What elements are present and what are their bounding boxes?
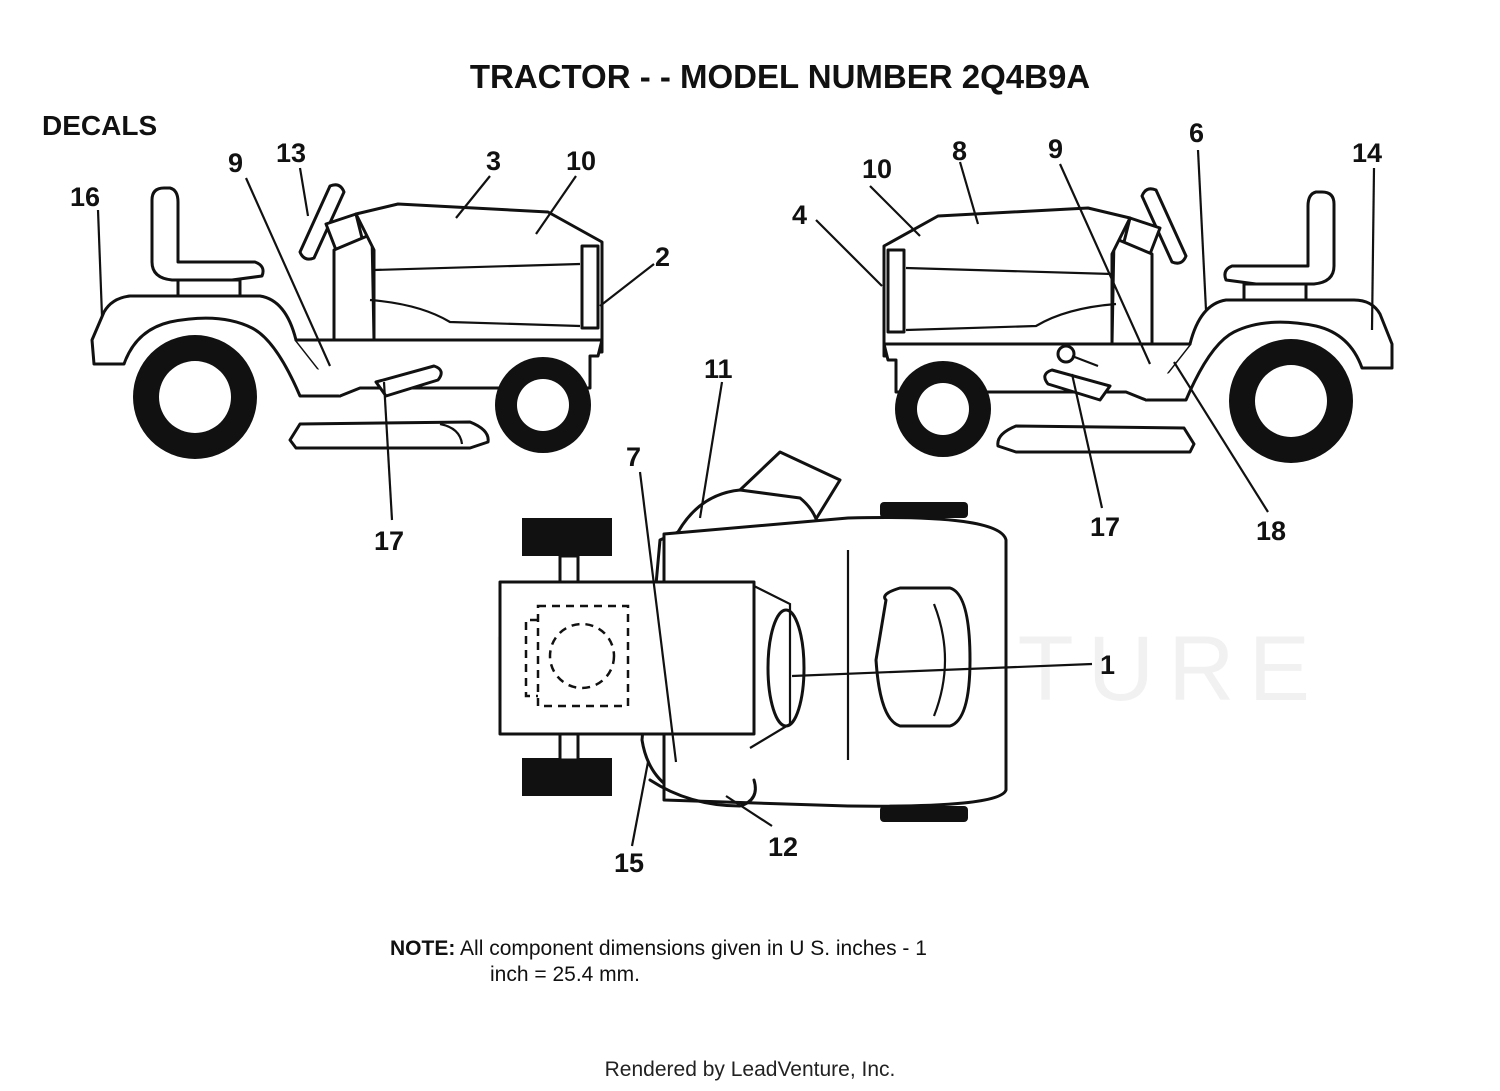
seat-shape-right <box>1223 190 1336 286</box>
rear-wheel-hub <box>159 361 231 433</box>
hood-lower-line-right <box>905 302 1117 332</box>
callout-15: 15 <box>614 848 644 878</box>
pedal-left <box>374 364 443 398</box>
callout-17-right: 17 <box>1090 512 1120 542</box>
axle-top-1 <box>558 554 580 586</box>
hood-right <box>882 206 1132 358</box>
hood-line-right <box>905 266 1113 276</box>
hood-left <box>354 202 604 354</box>
dash-top <box>749 583 792 749</box>
callout-16: 16 <box>70 182 100 212</box>
mower-deck-left <box>288 420 490 450</box>
callout-4: 4 <box>792 200 807 230</box>
steering-wheel-right <box>1140 187 1188 265</box>
front-wheel-hub-right <box>917 383 969 435</box>
callout-10-right: 10 <box>862 154 892 184</box>
callout-7: 7 <box>626 442 641 472</box>
deck-chute-left <box>439 422 464 445</box>
engine-cap-top <box>548 622 616 690</box>
engine-outline-top <box>536 604 630 708</box>
footer-credit: Rendered by LeadVenture, Inc. <box>604 1058 896 1081</box>
dash-panel-left <box>332 232 376 342</box>
note-line-2: inch = 25.4 mm. <box>490 963 640 986</box>
seat-base <box>176 278 242 298</box>
mower-deck-right <box>996 424 1196 454</box>
seat-curve-top <box>932 603 947 717</box>
top-view <box>498 450 1008 822</box>
callout-9-left: 9 <box>228 148 243 178</box>
engine-bracket-top <box>524 618 538 698</box>
callout-1: 1 <box>1100 650 1115 680</box>
hood-lower-line-left <box>369 298 581 328</box>
callout-18: 18 <box>1256 516 1286 546</box>
callout-2: 2 <box>655 242 670 272</box>
steering-wheel-left <box>298 183 346 261</box>
grille-left <box>580 244 600 330</box>
note-block: NOTE: All component dimensions given in … <box>390 936 1070 988</box>
seat-shape <box>150 186 265 282</box>
seat-top <box>874 586 972 728</box>
callout-11: 11 <box>704 354 733 384</box>
steering-wheel-top <box>766 608 806 728</box>
front-wheel-top-2 <box>522 758 612 796</box>
callout-12: 12 <box>768 832 798 862</box>
right-side-view <box>882 187 1394 463</box>
rear-tire-top-1 <box>880 502 968 518</box>
left-side-view <box>90 183 604 459</box>
callout-13: 13 <box>276 138 306 168</box>
callout-10-left: 10 <box>566 146 596 176</box>
rear-tire-top-2 <box>880 806 968 822</box>
axle-top-2 <box>558 730 580 762</box>
front-wheel-top-1 <box>522 518 612 556</box>
lever-right <box>1071 354 1099 368</box>
callout-14: 14 <box>1352 138 1382 168</box>
grille-right <box>886 248 906 334</box>
callout-3: 3 <box>486 146 501 176</box>
section-label: DECALS <box>42 110 158 141</box>
callout-17-left: 17 <box>374 526 404 556</box>
rear-fender <box>90 294 362 398</box>
hood-line-left <box>373 262 581 272</box>
diagram-title: TRACTOR - - MODEL NUMBER 2Q4B9A <box>469 58 1091 95</box>
front-wheel-hub-left <box>517 379 569 431</box>
rear-wheel-hub-right <box>1255 365 1327 437</box>
lever-knob-right <box>1056 344 1076 364</box>
note-label: NOTE: <box>390 937 456 960</box>
seat-base-right <box>1242 282 1308 302</box>
callout-8: 8 <box>952 136 967 166</box>
rear-fender-right <box>1124 298 1394 402</box>
callout-9-right: 9 <box>1048 134 1063 164</box>
callout-numbers: 16 9 13 3 10 2 17 4 10 8 9 6 14 17 18 11… <box>70 118 1382 878</box>
callout-6: 6 <box>1189 118 1204 148</box>
pedal-right <box>1043 368 1112 402</box>
leader-lines <box>96 149 1376 847</box>
note-line-1: All component dimensions given in U S. i… <box>460 937 927 960</box>
